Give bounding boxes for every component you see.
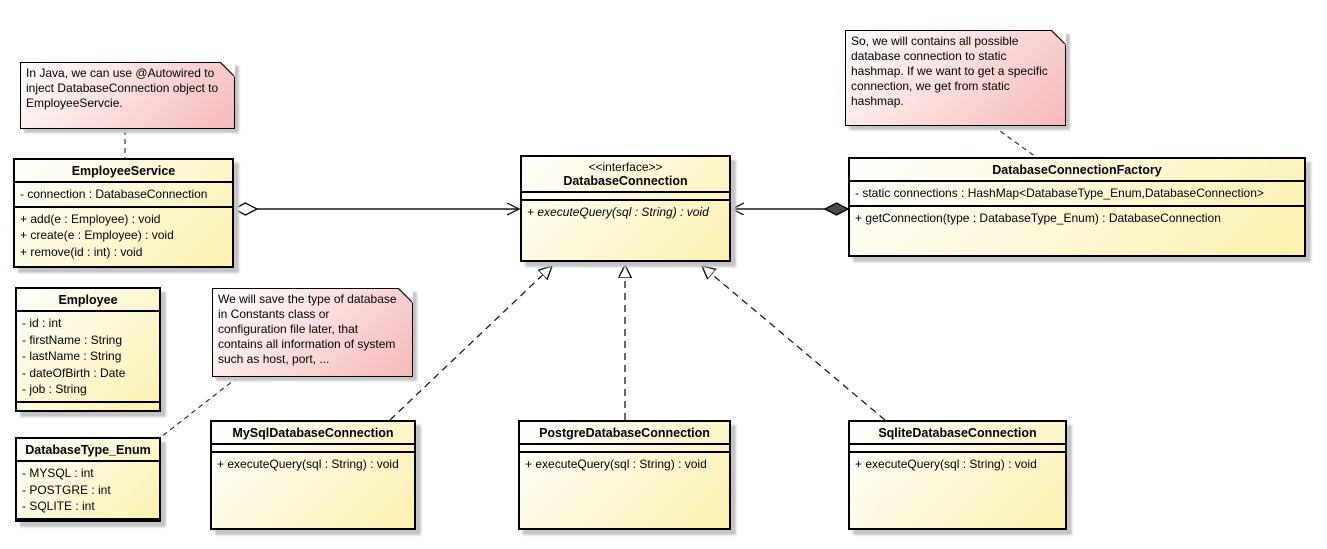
attribute-line: - static connections : HashMap<DatabaseT… xyxy=(855,186,1264,200)
class-employee[interactable]: Employee - id : int - firstName : String… xyxy=(15,287,161,412)
class-title: DatabaseConnection xyxy=(563,174,688,188)
method-line: + executeQuery(sql : String) : void xyxy=(855,457,1037,471)
note-text: We will save the type of database in Con… xyxy=(218,292,397,366)
note-text: So, we will contains all possible databa… xyxy=(851,34,1048,108)
attributes-compartment xyxy=(850,443,1065,451)
methods-compartment: + getConnection(type : DatabaseType_Enum… xyxy=(850,204,1304,256)
method-line: + executeQuery(sql : String) : void xyxy=(217,457,399,471)
class-title: DatabaseType_Enum xyxy=(25,443,151,457)
realization-sqlite-databaseconnection xyxy=(702,266,886,421)
class-title: PostgreDatabaseConnection xyxy=(539,426,710,440)
class-sqlitedatabaseconnection[interactable]: SqliteDatabaseConnection + executeQuery(… xyxy=(848,420,1067,530)
attributes-compartment: - MYSQL : int - POSTGRE : int - SQLITE :… xyxy=(17,460,159,518)
methods-compartment xyxy=(17,517,159,521)
attributes-compartment xyxy=(212,443,414,451)
methods-compartment: + executeQuery(sql : String) : void xyxy=(520,451,729,528)
method-line: + executeQuery(sql : String) : void xyxy=(525,457,707,471)
methods-compartment xyxy=(17,400,159,411)
class-databaseconnection-interface[interactable]: <<interface>> DatabaseConnection + execu… xyxy=(520,155,731,262)
note-fold-icon xyxy=(1051,30,1066,45)
class-title: MySqlDatabaseConnection xyxy=(232,426,394,440)
attribute-line: - lastName : String xyxy=(22,349,122,363)
class-title: Employee xyxy=(58,293,118,307)
note-constants[interactable]: We will save the type of database in Con… xyxy=(212,288,413,377)
methods-compartment: + executeQuery(sql : String) : void xyxy=(850,451,1065,528)
class-title: DatabaseConnectionFactory xyxy=(992,163,1162,177)
class-stereotype: <<interface>> xyxy=(588,160,663,174)
class-databasetypeenum[interactable]: DatabaseType_Enum - MYSQL : int - POSTGR… xyxy=(15,437,161,522)
method-line: + getConnection(type : DatabaseType_Enum… xyxy=(855,210,1221,225)
attributes-compartment: - static connections : HashMap<DatabaseT… xyxy=(850,180,1304,205)
class-mysqldatabaseconnection[interactable]: MySqlDatabaseConnection + executeQuery(s… xyxy=(210,420,416,530)
methods-compartment: + add(e : Employee) : void + create(e : … xyxy=(15,205,232,267)
realization-mysql-databaseconnection xyxy=(389,266,552,421)
attribute-line: - job : String xyxy=(22,382,87,396)
method-line: + create(e : Employee) : void xyxy=(20,228,174,242)
class-employeeservice[interactable]: EmployeeService - connection : DatabaseC… xyxy=(13,158,234,268)
note-line-constants-databasetypeenum xyxy=(160,376,239,438)
attributes-compartment xyxy=(520,443,729,451)
note-text: In Java, we can use @Autowired to inject… xyxy=(26,66,219,110)
attribute-line: - SQLITE : int xyxy=(22,499,95,513)
attribute-line: - MYSQL : int xyxy=(22,466,94,480)
note-autowired[interactable]: In Java, we can use @Autowired to inject… xyxy=(20,62,235,129)
attribute-line: - id : int xyxy=(22,316,62,330)
aggregation-employeeservice-databaseconnection xyxy=(232,202,518,216)
class-databaseconnectionfactory[interactable]: DatabaseConnectionFactory - static conne… xyxy=(848,157,1306,257)
note-factory[interactable]: So, we will contains all possible databa… xyxy=(845,30,1066,126)
note-fold-icon xyxy=(220,62,235,77)
class-title: EmployeeService xyxy=(71,164,176,178)
methods-compartment: + executeQuery(sql : String) : void xyxy=(212,451,414,528)
class-postgredatabaseconnection[interactable]: PostgreDatabaseConnection + executeQuery… xyxy=(518,420,731,530)
attributes-compartment xyxy=(522,191,729,199)
attribute-line: - POSTGRE : int xyxy=(22,482,111,497)
method-line: + remove(id : int) : void xyxy=(20,244,143,259)
attribute-line: - firstName : String xyxy=(22,332,123,347)
methods-compartment: + executeQuery(sql : String) : void xyxy=(522,199,729,260)
composition-databaseconnectionfactory-databaseconnection xyxy=(733,202,850,216)
method-line: + add(e : Employee) : void xyxy=(20,211,161,226)
attributes-compartment: - connection : DatabaseConnection xyxy=(15,181,232,206)
attributes-compartment: - id : int - firstName : String - lastNa… xyxy=(17,310,159,401)
note-fold-icon xyxy=(398,288,413,303)
attribute-line: - connection : DatabaseConnection xyxy=(20,187,208,201)
method-line: + executeQuery(sql : String) : void xyxy=(527,205,709,219)
attribute-line: - dateOfBirth : Date xyxy=(22,365,126,380)
note-line-factory-databaseconnectionfactory xyxy=(992,125,1037,158)
class-title: SqliteDatabaseConnection xyxy=(878,426,1037,440)
